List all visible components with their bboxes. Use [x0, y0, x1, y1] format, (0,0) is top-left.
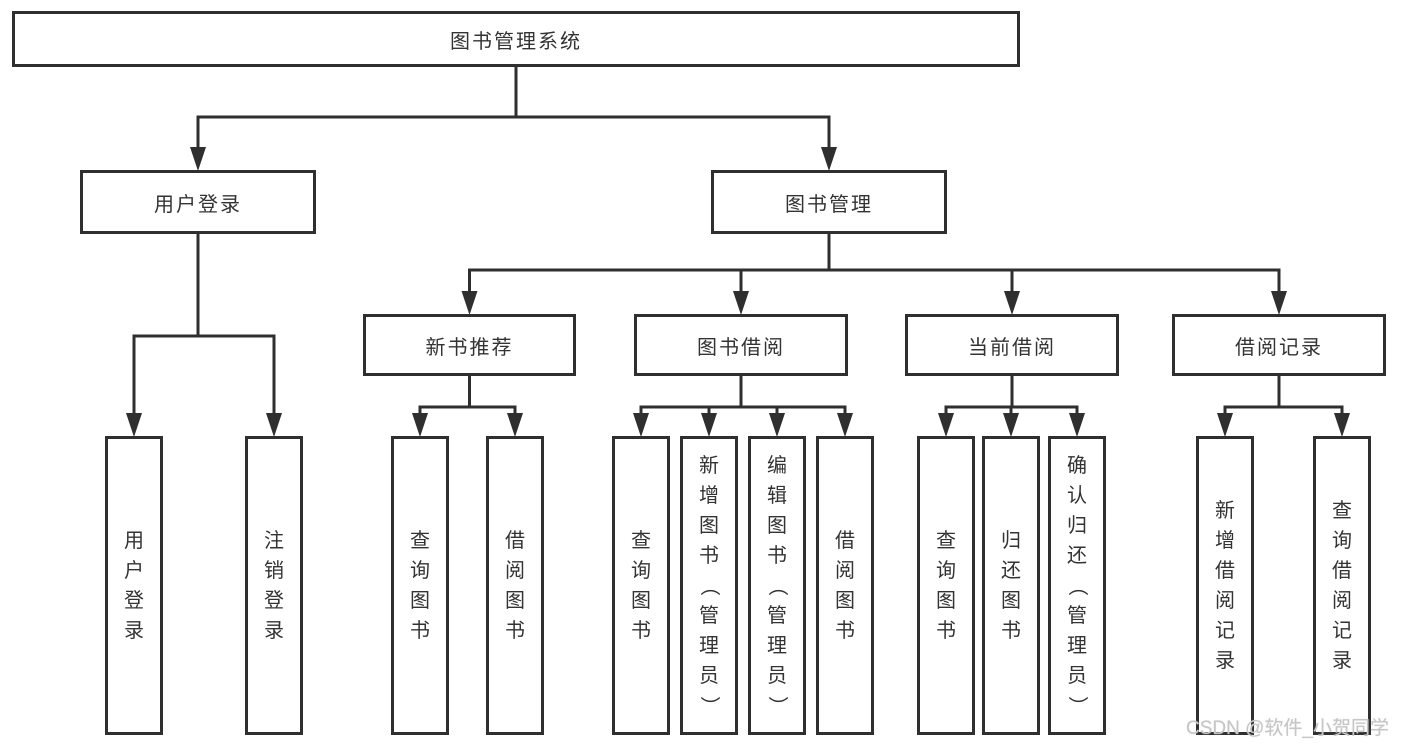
- node-label-current-borrow: 当前借阅: [968, 336, 1056, 359]
- node-label-user-login: 用户登录: [154, 193, 242, 216]
- node-box-bb-borrow: 借阅图书: [816, 436, 874, 735]
- node-box-user-login: 用户登录: [80, 170, 316, 234]
- node-label-bb-edit: 编辑图书（管理员）: [766, 454, 788, 716]
- node-box-nbr-borrow: 借阅图书: [486, 436, 544, 735]
- watermark-text: CSDN @软件_小贺同学: [1186, 718, 1389, 739]
- node-box-book-borrow: 图书借阅: [634, 314, 848, 376]
- node-label-bb-query: 查询图书: [631, 529, 651, 642]
- node-box-br-query: 查询借阅记录: [1313, 436, 1371, 735]
- node-box-br-add: 新增借阅记录: [1196, 436, 1254, 735]
- node-label-cb-query: 查询图书: [936, 529, 956, 642]
- node-box-cb-query: 查询图书: [917, 436, 975, 735]
- node-label-bb-add: 新增图书（管理员）: [698, 454, 720, 716]
- node-label-bb-borrow: 借阅图书: [835, 529, 855, 642]
- node-label-br-query: 查询借阅记录: [1332, 499, 1352, 672]
- node-box-borrow-records: 借阅记录: [1172, 314, 1386, 376]
- node-label-root: 图书管理系统: [450, 30, 582, 53]
- node-box-book-mgmt: 图书管理: [711, 170, 947, 234]
- node-label-nbr-query: 查询图书: [410, 529, 430, 642]
- node-label-borrow-records: 借阅记录: [1235, 336, 1323, 359]
- node-label-nbr-borrow: 借阅图书: [505, 529, 525, 642]
- node-label-br-add: 新增借阅记录: [1215, 499, 1235, 672]
- node-label-book-mgmt: 图书管理: [785, 193, 873, 216]
- node-box-cb-return: 归还图书: [982, 436, 1040, 735]
- node-label-cb-return: 归还图书: [1001, 529, 1021, 642]
- node-box-bb-query: 查询图书: [612, 436, 670, 735]
- node-box-root: 图书管理系统: [12, 11, 1020, 67]
- node-label-cb-confirm: 确认归还（管理员）: [1066, 454, 1088, 716]
- node-box-new-book-rec: 新书推荐: [363, 314, 576, 376]
- node-box-current-borrow: 当前借阅: [905, 314, 1119, 376]
- node-label-logout-op: 注销登录: [264, 529, 284, 642]
- node-box-bb-add: 新增图书（管理员）: [680, 436, 738, 735]
- node-label-book-borrow: 图书借阅: [697, 336, 785, 359]
- node-box-user-login-op: 用户登录: [105, 436, 163, 735]
- node-box-bb-edit: 编辑图书（管理员）: [748, 436, 806, 735]
- node-label-new-book-rec: 新书推荐: [425, 336, 514, 359]
- node-box-logout-op: 注销登录: [245, 436, 303, 735]
- node-box-cb-confirm: 确认归还（管理员）: [1048, 436, 1106, 735]
- node-label-user-login-op: 用户登录: [124, 529, 144, 642]
- node-box-nbr-query: 查询图书: [391, 436, 449, 735]
